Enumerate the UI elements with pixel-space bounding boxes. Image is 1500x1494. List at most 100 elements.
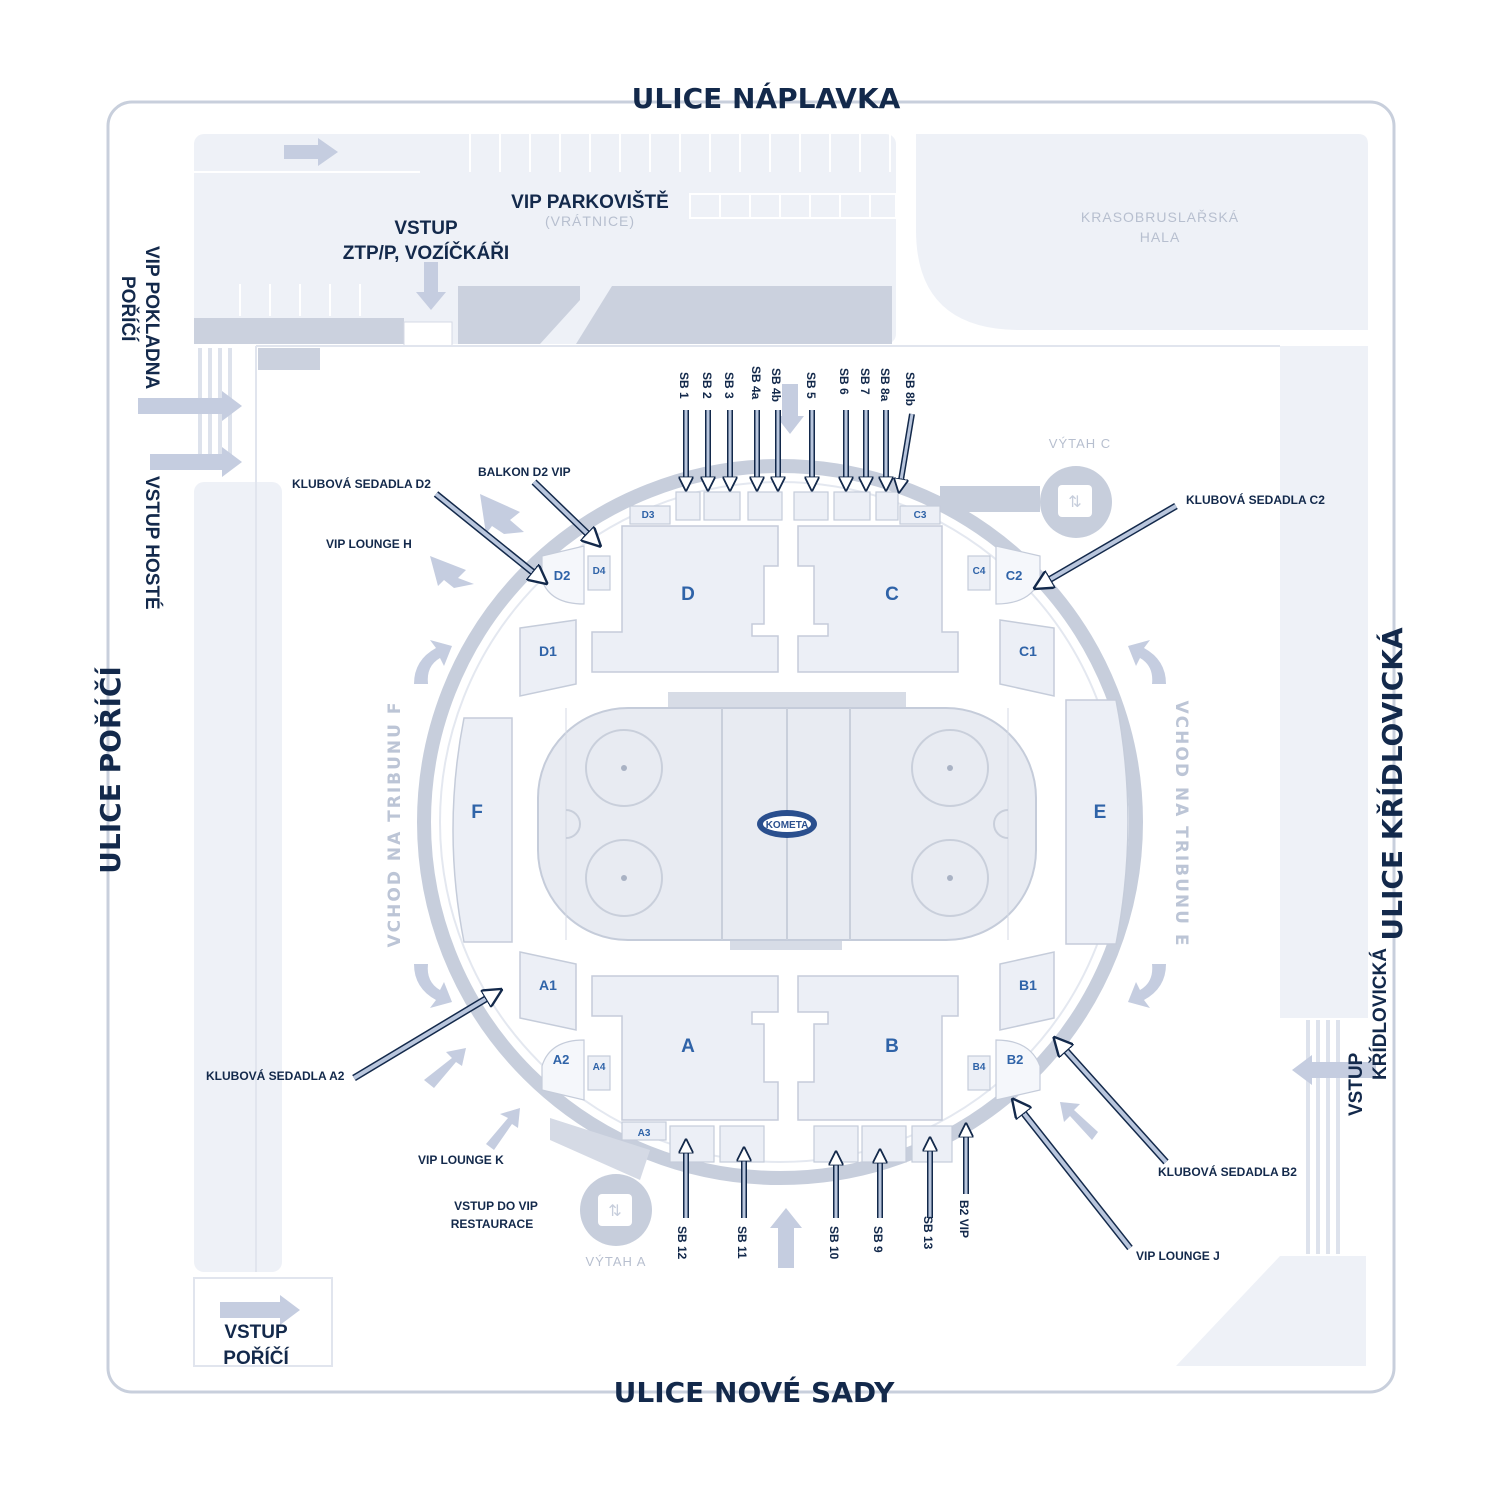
vstup-kridlovicka-arrow [1292, 1055, 1376, 1085]
street-bottom: ULICE NOVÉ SADY [614, 1375, 895, 1409]
section-d2: D2 [554, 568, 571, 583]
section-b2: B2 [1007, 1052, 1024, 1067]
skybox-sb8a: SB 8a [878, 368, 892, 402]
hall-line1: KRASOBRUSLAŘSKÁ [1081, 209, 1239, 225]
section-a3-shape [621, 1121, 667, 1141]
section-c4: C4 [973, 566, 986, 577]
section-a4-shape [587, 1055, 611, 1091]
callout-klub-a2: KLUBOVÁ SEDADLA A2 [206, 1068, 345, 1083]
callout-arrows-inner [352, 480, 1178, 1250]
skybox-sb4a: SB 4a [749, 366, 763, 400]
vip-parking-label: VIP PARKOVIŠTĚ [511, 191, 669, 213]
street-right: ULICE KŘÍDLOVICKÁ [1375, 627, 1409, 941]
west-lane [194, 482, 282, 1272]
skybox-b2vip: B2 VIP [957, 1200, 971, 1238]
skybox-row-top [675, 491, 899, 521]
vstup-hoste: VSTUP HOSTÉ [141, 476, 163, 610]
callout-klub-d2: KLUBOVÁ SEDADLA D2 [292, 476, 431, 491]
skybox-arrows-top-inner [686, 410, 914, 486]
section-c4-shape [967, 555, 991, 591]
skybox-sb2: SB 2 [700, 372, 714, 399]
vip-restaurace-line2: RESTAURACE [451, 1217, 533, 1231]
stand-c [797, 525, 959, 673]
tribune-f-label: VCHOD NA TRIBUNU F [385, 701, 405, 948]
section-d4: D4 [593, 566, 606, 577]
section-a4: A4 [593, 1062, 606, 1073]
tribune-e-label: VCHOD NA TRIBUNU E [1171, 701, 1191, 948]
east-entrance-stripes [1306, 1020, 1340, 1254]
section-a1: A1 [539, 977, 557, 993]
callout-lounge-h: VIP LOUNGE H [326, 537, 412, 551]
skybox-sb6: SB 6 [837, 368, 851, 395]
section-c: C [885, 584, 899, 605]
section-c3: C3 [914, 510, 927, 521]
vstup-kridlovicka-line1: VSTUP [1346, 1052, 1367, 1116]
section-b1-shape [999, 951, 1055, 1031]
skybox-sb3: SB 3 [722, 372, 736, 399]
club-seats-a2 [541, 1039, 585, 1101]
section-f: F [471, 802, 483, 823]
elevator-c-icon: ⇅ [1068, 492, 1081, 511]
section-b1: B1 [1019, 977, 1037, 993]
stand-d [591, 525, 779, 673]
section-d1-shape [519, 619, 577, 697]
vip-parking-sub: (VRÁTNICE) [545, 213, 635, 229]
vstup-hoste-arrow [150, 447, 242, 477]
skybox-sb13: SB 13 [921, 1216, 935, 1250]
section-d3-shape [629, 505, 671, 525]
vip-pokladna-line2: POŘÍČÍ [117, 276, 139, 342]
vip-pokladna-arrow [138, 391, 242, 421]
skating-hall [916, 134, 1368, 330]
kometa-logo: KOMETA [757, 810, 817, 838]
section-a2: A2 [553, 1052, 570, 1067]
vip-restaurace-line1: VSTUP DO VIP [454, 1199, 538, 1213]
section-a: A [681, 1036, 695, 1057]
section-a3: A3 [638, 1128, 651, 1139]
section-e: E [1094, 802, 1107, 823]
vstup-porici-line1: VSTUP [224, 1322, 288, 1343]
section-d4-shape [587, 555, 611, 591]
stand-a [591, 975, 779, 1121]
callout-lounge-j: VIP LOUNGE J [1136, 1249, 1220, 1263]
hall-line2: HALA [1140, 229, 1181, 245]
section-d: D [681, 584, 695, 605]
section-c1: C1 [1019, 643, 1037, 659]
elevator-a-label: VÝTAH A [586, 1254, 647, 1269]
skybox-sb5: SB 5 [804, 372, 818, 399]
skybox-sb4b: SB 4b [769, 368, 783, 402]
club-seats-b2 [995, 1039, 1041, 1101]
skybox-sb10: SB 10 [827, 1226, 841, 1260]
elevator-c-label: VÝTAH C [1049, 436, 1111, 451]
section-b: B [885, 1036, 899, 1057]
street-left: ULICE POŘÍČÍ [93, 666, 127, 874]
section-b4-shape [967, 1055, 991, 1091]
section-c3-shape [899, 505, 941, 525]
south-east-plaza [1176, 1256, 1366, 1366]
vstup-porici-line2: POŘÍČÍ [223, 1347, 289, 1369]
callout-klub-c2: KLUBOVÁ SEDADLA C2 [1186, 492, 1325, 507]
stand-b [797, 975, 959, 1121]
callout-balkon-d2: BALKON D2 VIP [478, 465, 571, 479]
skybox-sb1: SB 1 [677, 372, 691, 399]
svg-text:KOMETA: KOMETA [766, 820, 809, 831]
stand-f [452, 717, 513, 943]
section-d3: D3 [642, 510, 655, 521]
skybox-sb8b: SB 8b [903, 372, 917, 406]
skybox-sb9: SB 9 [871, 1226, 885, 1253]
skybox-arrows-bottom-inner [686, 1130, 966, 1218]
ztp-line1: VSTUP [394, 218, 458, 239]
section-d1: D1 [539, 643, 557, 659]
section-c1-shape [999, 619, 1055, 697]
elevator-a-icon: ⇅ [608, 1201, 621, 1220]
ztp-line2: ZTP/P, VOZÍČKÁŘI [343, 242, 509, 264]
vstup-kridlovicka-line2: KŘÍDLOVICKÁ [1369, 948, 1391, 1080]
skybox-sb12: SB 12 [675, 1226, 689, 1260]
vip-pokladna-line1: VIP POKLADNA [141, 246, 162, 390]
street-top: ULICE NÁPLAVKA [632, 81, 901, 115]
skybox-sb7: SB 7 [858, 368, 872, 395]
east-lane [1280, 346, 1368, 1018]
stand-e [1065, 699, 1129, 945]
callout-lounge-k: VIP LOUNGE K [418, 1153, 504, 1167]
parking-area [194, 134, 897, 370]
